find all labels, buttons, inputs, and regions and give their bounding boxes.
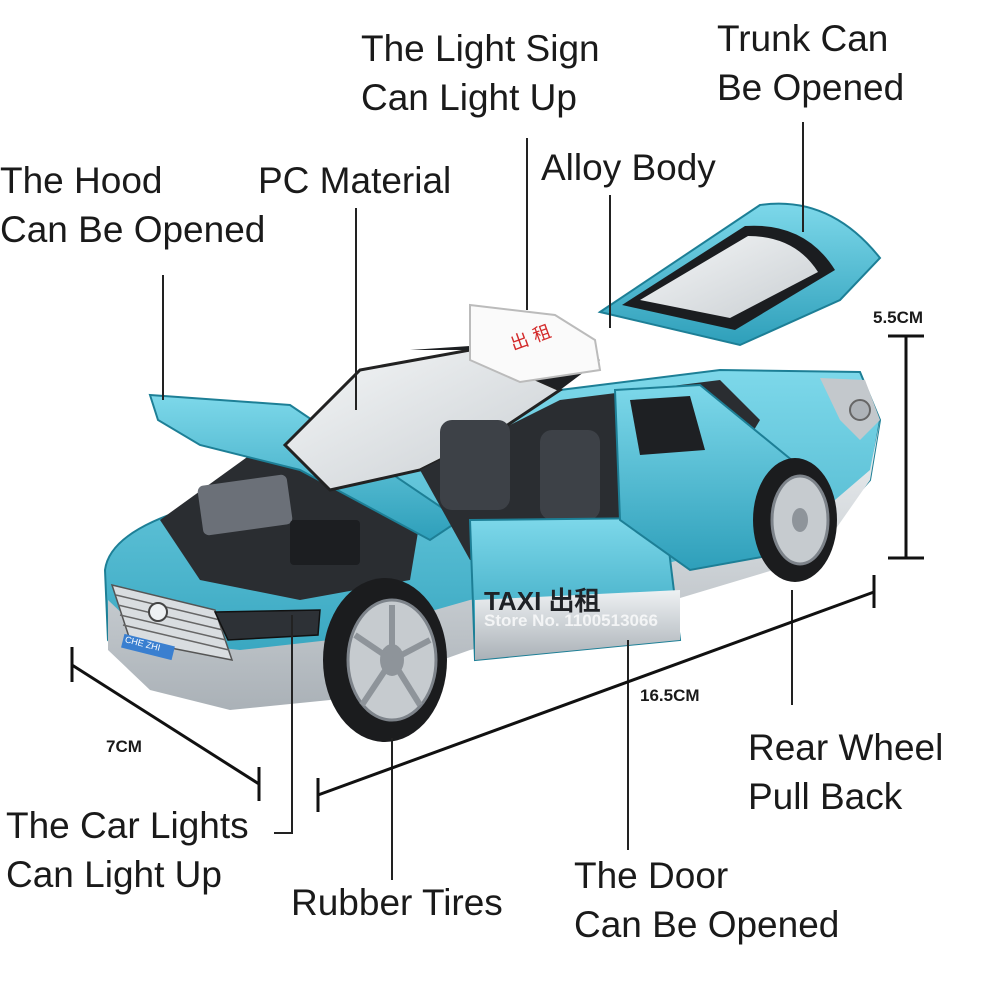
dim-height-label: 5.5CM bbox=[873, 308, 924, 327]
label-hood: The Hood Can Be Opened bbox=[0, 160, 266, 250]
label-rear-wheel: Rear Wheel Pull Back bbox=[748, 727, 944, 817]
store-watermark: Store No. 1100513066 bbox=[484, 611, 658, 630]
label-light-sign: The Light Sign Can Light Up bbox=[361, 28, 600, 118]
label-pc-material: PC Material bbox=[258, 160, 452, 201]
front-wheel bbox=[323, 578, 447, 742]
label-door: The Door Can Be Opened bbox=[574, 855, 840, 945]
label-rubber-tires: Rubber Tires bbox=[291, 882, 503, 923]
dimension-lines bbox=[70, 334, 924, 812]
label-car-lights: The Car Lights Can Light Up bbox=[6, 805, 249, 895]
callout-lines bbox=[162, 122, 804, 880]
roof-sign bbox=[469, 303, 602, 384]
dim-width-label: 7CM bbox=[106, 737, 142, 756]
dim-length-label: 16.5CM bbox=[640, 686, 700, 705]
trunk-lid bbox=[597, 202, 882, 347]
door-text: TAXI 出租 bbox=[484, 586, 601, 616]
label-alloy-body: Alloy Body bbox=[541, 147, 716, 188]
rear-wheel bbox=[753, 458, 837, 582]
label-trunk: Trunk Can Be Opened bbox=[717, 18, 905, 108]
